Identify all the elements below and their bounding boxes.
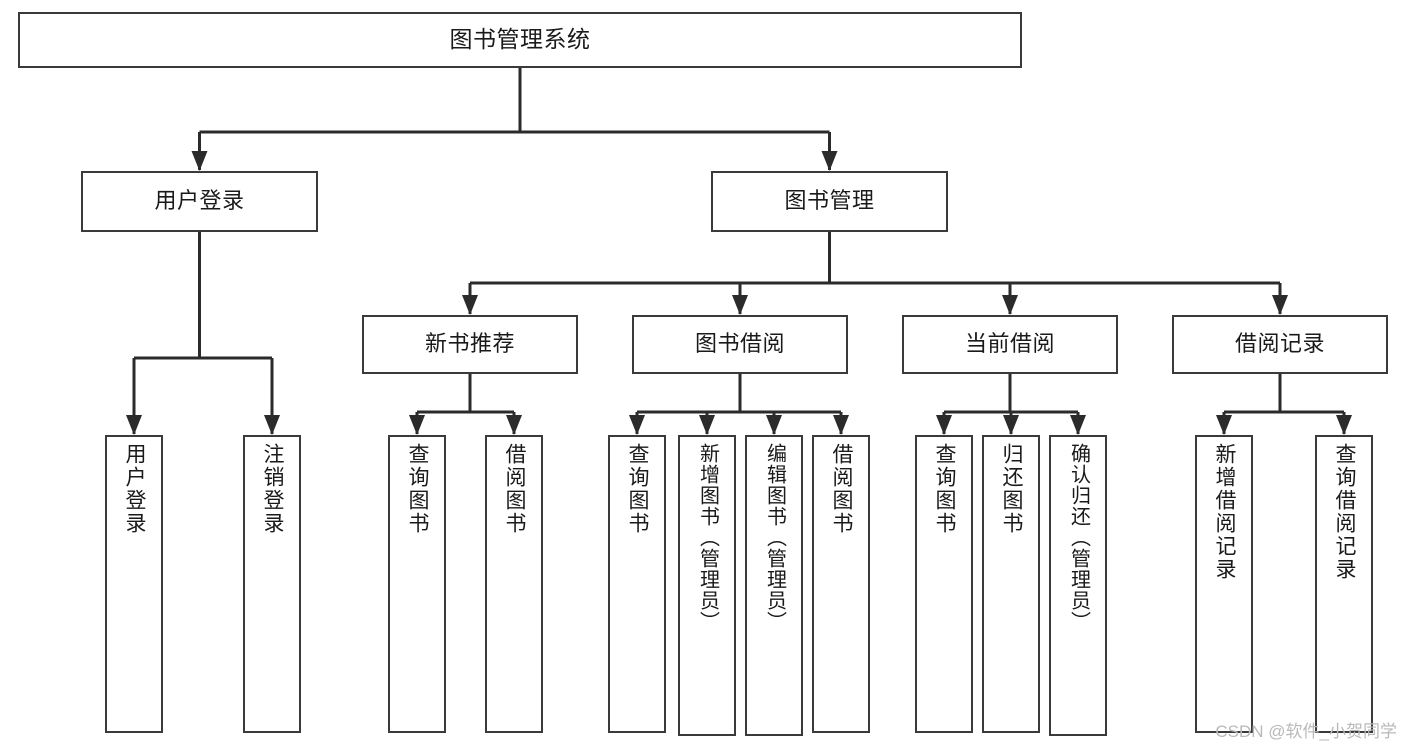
node-label-records: 借阅记录	[1234, 331, 1325, 357]
node-editbook[interactable]: 编辑图书（管理员）	[745, 435, 803, 736]
node-label-q3: 查询图书	[933, 443, 957, 535]
arrowhead-icon	[699, 415, 715, 435]
arrowhead-icon	[126, 415, 142, 435]
node-newbook[interactable]: 新书推荐	[362, 315, 578, 374]
node-b2[interactable]: 借阅图书	[812, 435, 870, 733]
arrowhead-icon	[462, 295, 478, 315]
arrowhead-icon	[821, 151, 838, 171]
watermark-label: CSDN @软件_小贺同学	[1215, 722, 1397, 741]
node-label-userlogin: 用户登录	[123, 443, 147, 535]
arrowhead-icon	[1070, 415, 1086, 435]
node-label-newbook: 新书推荐	[424, 331, 515, 357]
node-label-editbook: 编辑图书（管理员）	[763, 443, 786, 632]
node-label-queryrec: 查询借阅记录	[1333, 443, 1357, 581]
arrowhead-icon	[732, 295, 748, 315]
node-label-q1: 查询图书	[406, 443, 430, 535]
node-addrec[interactable]: 新增借阅记录	[1195, 435, 1253, 733]
arrowhead-icon	[506, 415, 522, 435]
node-label-borrow: 图书借阅	[694, 331, 785, 357]
arrowhead-icon	[1272, 295, 1288, 315]
arrowhead-icon	[409, 415, 425, 435]
node-queryrec[interactable]: 查询借阅记录	[1315, 435, 1373, 733]
node-label-confirm: 确认归还（管理员）	[1067, 443, 1090, 632]
node-label-b2: 借阅图书	[830, 443, 854, 535]
node-records[interactable]: 借阅记录	[1172, 315, 1388, 374]
node-borrow[interactable]: 图书借阅	[632, 315, 848, 374]
node-label-q2: 查询图书	[626, 443, 650, 535]
arrowhead-icon	[629, 415, 645, 435]
arrowhead-icon	[1002, 295, 1018, 315]
arrowhead-icon	[191, 151, 208, 171]
node-logout[interactable]: 注销登录	[243, 435, 301, 733]
arrowhead-icon	[766, 415, 782, 435]
node-label-addrec: 新增借阅记录	[1213, 443, 1237, 581]
arrowhead-icon	[1003, 415, 1019, 435]
node-label-logout: 注销登录	[261, 443, 285, 535]
node-bookmgmt[interactable]: 图书管理	[711, 171, 948, 232]
node-return[interactable]: 归还图书	[982, 435, 1040, 733]
node-label-b1: 借阅图书	[503, 443, 527, 535]
node-root[interactable]: 图书管理系统	[18, 12, 1022, 68]
arrowhead-icon	[1336, 415, 1352, 435]
node-q2[interactable]: 查询图书	[608, 435, 666, 733]
node-q1[interactable]: 查询图书	[388, 435, 446, 733]
node-label-return: 归还图书	[1000, 443, 1024, 535]
node-label-addbook: 新增图书（管理员）	[696, 443, 719, 632]
node-label-login: 用户登录	[154, 188, 245, 214]
node-b1[interactable]: 借阅图书	[485, 435, 543, 733]
node-label-root: 图书管理系统	[449, 26, 591, 53]
node-confirm[interactable]: 确认归还（管理员）	[1049, 435, 1107, 736]
arrowhead-icon	[264, 415, 280, 435]
arrowhead-icon	[936, 415, 952, 435]
node-login[interactable]: 用户登录	[81, 171, 318, 232]
arrowhead-icon	[833, 415, 849, 435]
node-q3[interactable]: 查询图书	[915, 435, 973, 733]
node-userlogin[interactable]: 用户登录	[105, 435, 163, 733]
node-current[interactable]: 当前借阅	[902, 315, 1118, 374]
node-label-bookmgmt: 图书管理	[784, 188, 875, 214]
node-addbook[interactable]: 新增图书（管理员）	[678, 435, 736, 736]
node-label-current: 当前借阅	[964, 331, 1055, 357]
arrowhead-icon	[1216, 415, 1232, 435]
